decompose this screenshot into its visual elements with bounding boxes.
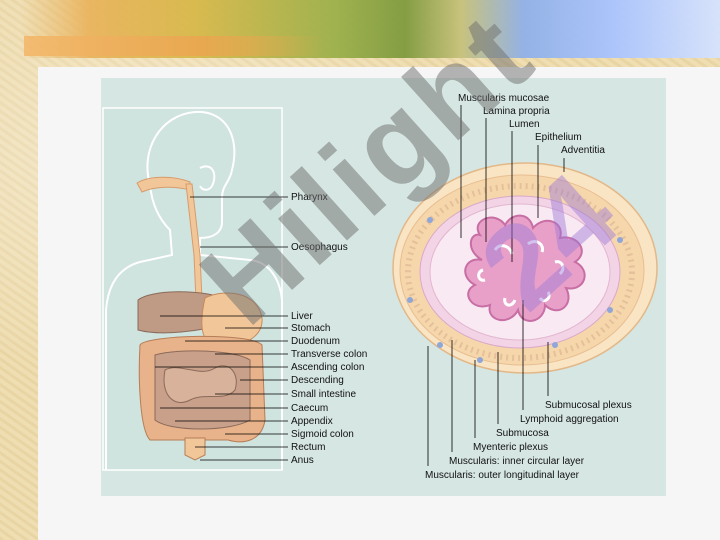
label-liver: Liver — [291, 311, 313, 322]
label-stomach: Stomach — [291, 323, 331, 334]
label-appendix: Appendix — [291, 416, 333, 427]
digestive-organs — [136, 176, 266, 461]
right-top-leader-lines — [460, 105, 565, 262]
label-myenteric-plexus: Myenteric plexus — [473, 442, 549, 453]
label-rectum: Rectum — [291, 442, 326, 453]
label-submucosa: Submucosa — [496, 428, 549, 439]
gut-cross-section — [392, 162, 658, 374]
label-adventitia: Adventitia — [561, 145, 605, 156]
label-oesophagus: Oesophagus — [291, 242, 348, 253]
label-epithelium: Epithelium — [535, 132, 582, 143]
label-lamina-propria: Lamina propria — [483, 106, 550, 117]
label-transverse-colon: Transverse colon — [291, 349, 368, 360]
label-muscularis-inner: Muscularis: inner circular layer — [449, 456, 585, 467]
label-caecum: Caecum — [291, 403, 329, 414]
label-lumen: Lumen — [509, 119, 540, 130]
label-small-intestine: Small intestine — [291, 389, 357, 400]
banner-accent-strip — [24, 36, 324, 56]
label-anus: Anus — [291, 455, 314, 466]
label-muscularis-outer: Muscularis: outer longitudinal layer — [425, 470, 579, 481]
label-submucosal-plexus: Submucosal plexus — [545, 400, 632, 411]
left-leader-lines — [155, 196, 288, 461]
label-duodenum: Duodenum — [291, 336, 340, 347]
label-ascending-colon: Ascending colon — [291, 362, 365, 373]
label-sigmoid-colon: Sigmoid colon — [291, 429, 354, 440]
label-descending: Descending — [291, 375, 344, 386]
label-pharynx: Pharynx — [291, 192, 328, 203]
label-lymphoid-aggregation: Lymphoid aggregation — [520, 414, 619, 425]
label-muscularis-mucosae: Muscularis mucosae — [458, 93, 550, 104]
right-bottom-leader-lines — [427, 300, 549, 466]
